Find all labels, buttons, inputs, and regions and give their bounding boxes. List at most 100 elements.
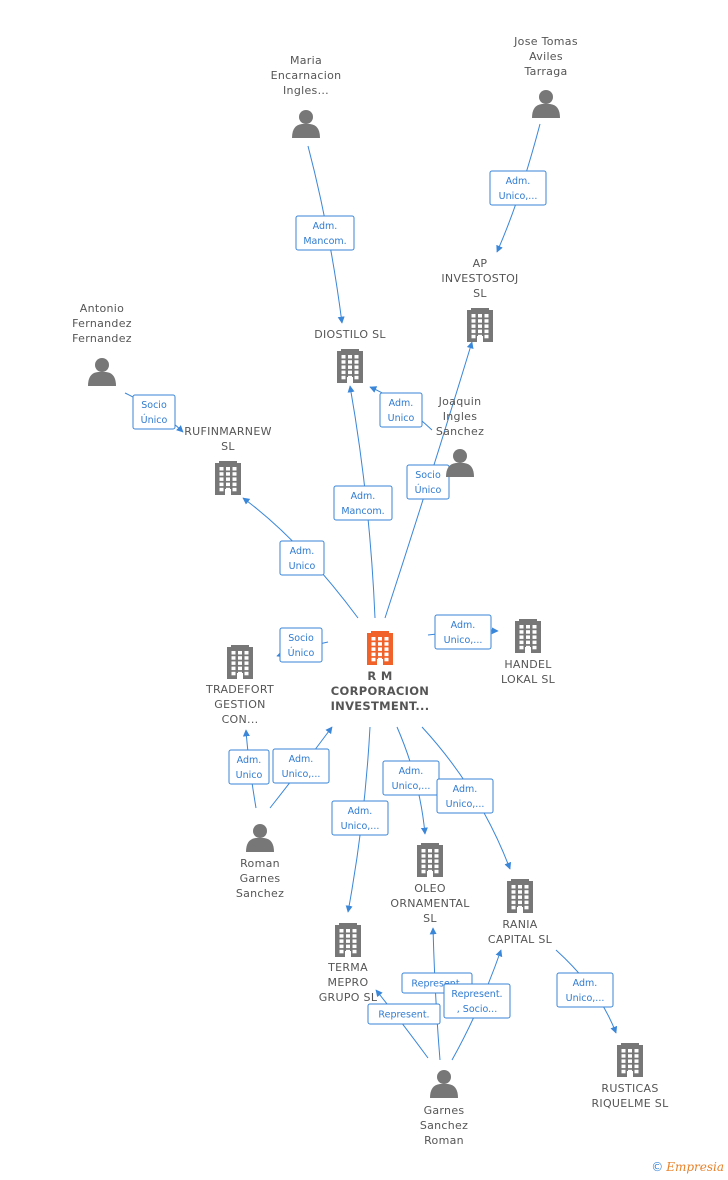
building-icon[interactable]	[335, 923, 361, 957]
node-handel[interactable]	[515, 619, 541, 653]
edge-label[interactable]: Adm.Unico	[279, 540, 325, 576]
edge-rm-oleo: Adm.Unico,...	[382, 726, 440, 835]
edge-label[interactable]: Adm.Unico,...	[489, 170, 547, 206]
person-icon[interactable]	[246, 824, 274, 852]
node-oleo[interactable]	[417, 843, 443, 877]
edge-label-text: Adm.	[506, 176, 531, 187]
edge-jose-ap: Adm.Unico,...	[489, 123, 547, 253]
edge-label[interactable]: Adm.Unico	[379, 392, 423, 428]
node-jose[interactable]	[532, 90, 560, 118]
edge-label-text: Adm.	[313, 221, 338, 232]
edge-garnes-rania: Represent., Socio...	[443, 949, 511, 1061]
edge-maria-diostilo: Adm.Mancom.	[295, 145, 355, 324]
person-icon[interactable]	[88, 358, 116, 386]
edge-label-text: Represent.	[451, 989, 502, 1000]
node-label-line: GESTION	[214, 698, 265, 711]
node-rusticas[interactable]	[617, 1043, 643, 1077]
node-label-line: RIQUELME SL	[591, 1097, 669, 1110]
node-roman[interactable]	[246, 824, 274, 852]
person-icon[interactable]	[446, 449, 474, 477]
node-label-diostilo[interactable]: DIOSTILO SL	[314, 328, 386, 341]
edge-label[interactable]: Adm.Unico,...	[272, 748, 330, 784]
edge-label-text: Represent.	[378, 1010, 429, 1021]
node-label-tradefort[interactable]: TRADEFORTGESTIONCON...	[205, 683, 274, 726]
building-icon[interactable]	[467, 308, 493, 342]
edge-label[interactable]: Adm.Unico,...	[382, 760, 440, 796]
edge-label-box	[489, 170, 547, 206]
edge-label[interactable]: Adm.Unico,...	[436, 778, 494, 814]
building-icon[interactable]	[417, 843, 443, 877]
person-icon[interactable]	[292, 110, 320, 138]
building-icon[interactable]	[227, 645, 253, 679]
node-terma[interactable]	[335, 923, 361, 957]
edge-label[interactable]: Adm.Mancom.	[295, 215, 355, 251]
building-icon[interactable]	[515, 619, 541, 653]
node-rufin[interactable]	[215, 461, 241, 495]
node-label-maria[interactable]: MariaEncarnacionIngles...	[271, 54, 342, 97]
edge-label[interactable]: Adm.Unico,...	[434, 614, 492, 650]
edge-label[interactable]: Adm.Unico	[228, 749, 270, 785]
building-icon[interactable]	[617, 1043, 643, 1077]
edge-label-text: Unico,...	[444, 635, 483, 646]
building-icon[interactable]	[337, 349, 363, 383]
node-label-line: OLEO	[414, 882, 446, 895]
edge-label-text: Socio	[415, 470, 441, 481]
node-label-line: TRADEFORT	[205, 683, 274, 696]
node-maria[interactable]	[292, 110, 320, 138]
node-ap[interactable]	[467, 308, 493, 342]
edge-roman-tradefort: Adm.Unico	[228, 729, 270, 809]
edge-label[interactable]: Adm.Mancom.	[333, 485, 393, 521]
edge-roman-rm: Adm.Unico,...	[269, 726, 333, 809]
node-tradefort[interactable]	[227, 645, 253, 679]
node-diostilo[interactable]	[337, 349, 363, 383]
edge-label[interactable]: Represent.	[367, 1003, 441, 1025]
person-icon[interactable]	[532, 90, 560, 118]
node-label-line: SL	[473, 287, 487, 300]
node-label-line: Roman	[240, 857, 280, 870]
person-icon[interactable]	[430, 1070, 458, 1098]
edge-rm-rufin: Adm.Unico	[242, 497, 359, 619]
edge-label[interactable]: Represent., Socio...	[443, 983, 511, 1019]
node-garnes[interactable]	[430, 1070, 458, 1098]
node-rania[interactable]	[507, 879, 533, 913]
edge-label-text: Socio	[141, 400, 167, 411]
edge-label-text: Unico,...	[392, 781, 431, 792]
edge-label[interactable]: Adm.Unico,...	[331, 800, 389, 836]
edge-label-box	[443, 983, 511, 1019]
edge-label-box	[132, 394, 176, 430]
footer-brand[interactable]: ©Empresia	[651, 1160, 724, 1174]
node-label-line: RUSTICAS	[601, 1082, 658, 1095]
node-label-rusticas[interactable]: RUSTICAS RIQUELME SL	[591, 1082, 669, 1110]
node-label-rm[interactable]: R MCORPORACIONINVESTMENT...	[331, 669, 430, 713]
edge-label-box	[295, 215, 355, 251]
edge-label-text: Unico	[388, 413, 415, 424]
building-icon[interactable]	[215, 461, 241, 495]
edge-garnes-terma: Represent.	[367, 989, 441, 1059]
building-icon[interactable]	[367, 631, 393, 665]
node-label-line: TERMA	[327, 961, 368, 974]
edge-label[interactable]: Adm.Unico,...	[556, 972, 614, 1008]
edge-label-box	[333, 485, 393, 521]
node-label-line: Aviles	[529, 50, 563, 63]
brand-logo: Empresia	[666, 1160, 724, 1174]
node-rm[interactable]	[367, 631, 393, 665]
node-antonio[interactable]	[88, 358, 116, 386]
building-icon[interactable]	[507, 879, 533, 913]
node-label-line: CORPORACION	[331, 684, 429, 698]
node-label-line: Antonio	[80, 302, 124, 315]
node-joaquin[interactable]	[446, 449, 474, 477]
